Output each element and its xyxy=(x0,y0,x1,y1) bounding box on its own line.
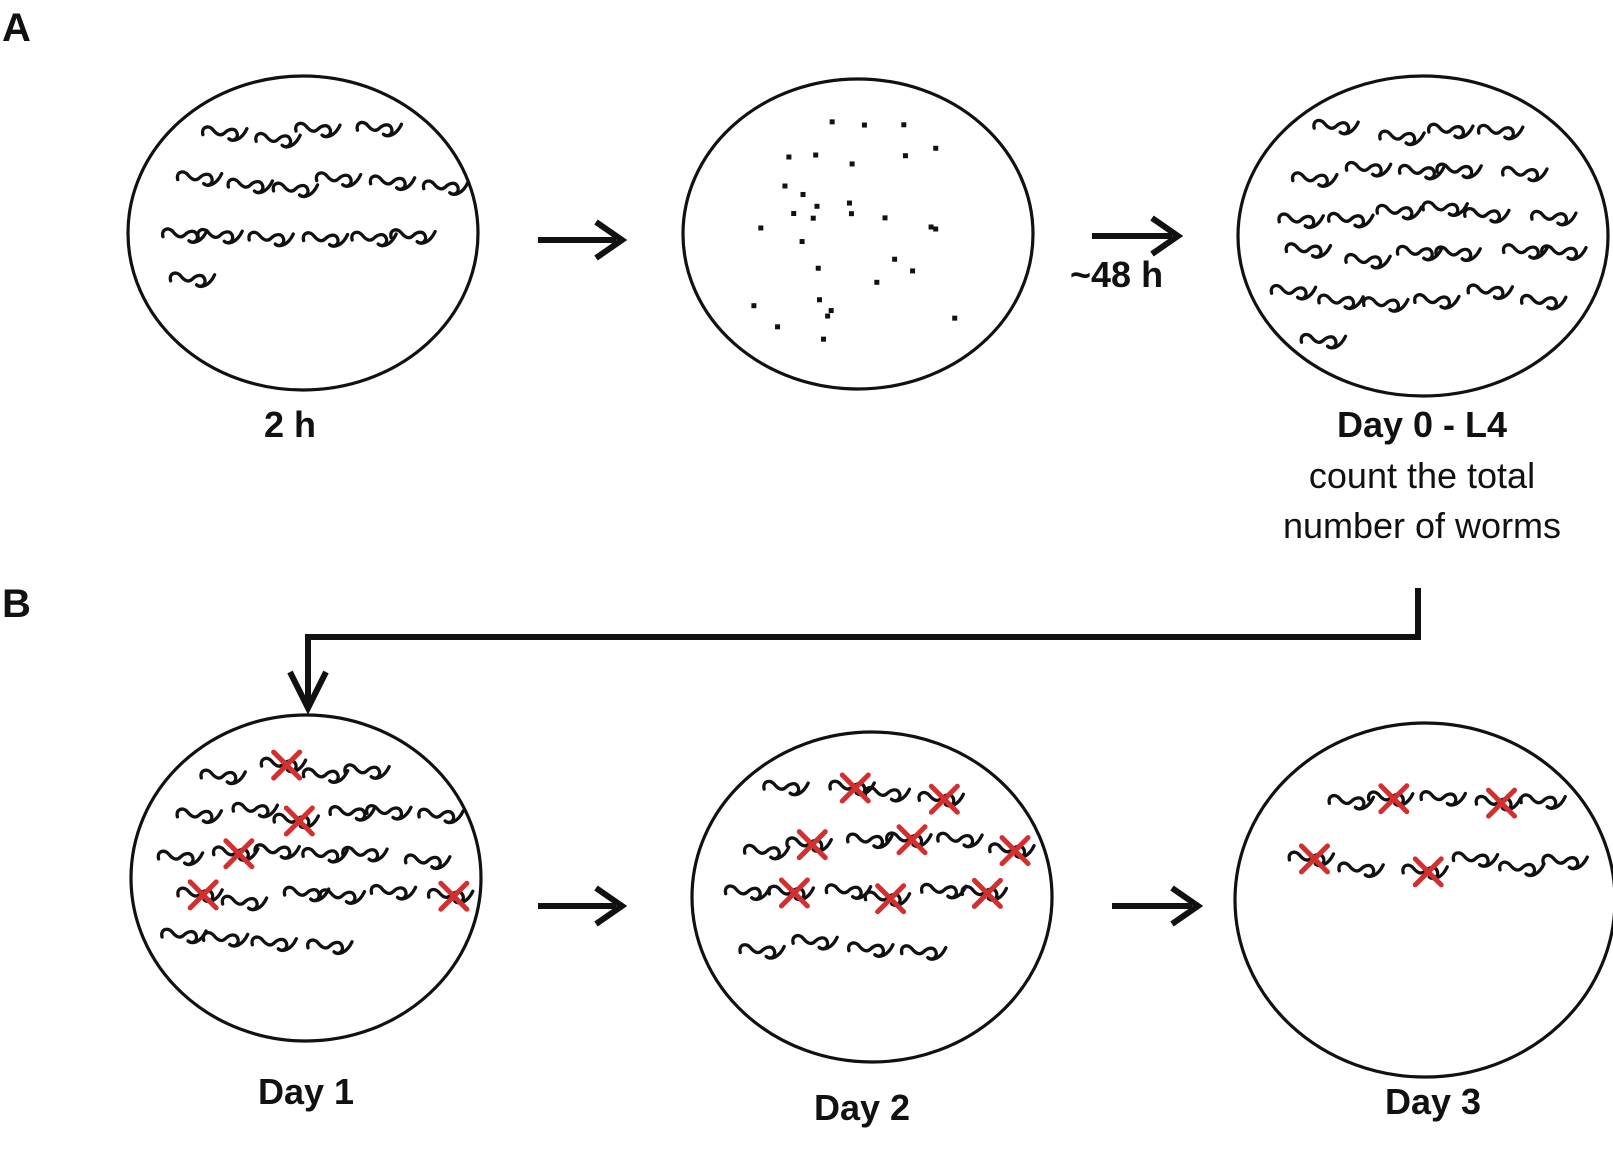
egg-dot-icon xyxy=(892,256,898,262)
panel-label-b: B xyxy=(2,582,31,626)
label-2h: 2 h xyxy=(263,404,317,445)
dead-marker-icon xyxy=(999,835,1031,867)
arrow-right-icon xyxy=(538,219,628,261)
label-day0-count-line1: count the total xyxy=(1308,455,1536,496)
petri-plates xyxy=(126,74,1613,1079)
egg-dot-icon xyxy=(821,336,827,342)
label-48h: ~48 h xyxy=(1070,254,1164,295)
egg-dot-icon xyxy=(813,152,819,158)
arrow-right-icon xyxy=(538,885,628,927)
egg-dot-icon xyxy=(782,183,788,189)
egg-dot-icon xyxy=(848,211,854,217)
panel-label-a: A xyxy=(2,6,31,50)
egg-dot-icon xyxy=(829,119,835,125)
egg-dot-icon xyxy=(814,203,820,209)
egg-dot-icon xyxy=(902,153,908,159)
dead-marker-icon xyxy=(778,877,810,909)
dead-marker-icon xyxy=(928,783,960,815)
day1-plate-outline xyxy=(129,713,483,1043)
plate2-eggs xyxy=(751,119,958,342)
egg-dot-icon xyxy=(825,313,831,319)
dead-marker-icon xyxy=(875,883,907,915)
egg-dot-icon xyxy=(933,226,939,232)
day3-worms xyxy=(1287,783,1589,888)
egg-dot-icon xyxy=(800,191,806,197)
egg-dot-icon xyxy=(952,315,958,321)
dead-marker-icon xyxy=(187,879,219,911)
label-day2: Day 2 xyxy=(813,1087,911,1128)
dead-marker-icon xyxy=(283,805,315,837)
plate1-plate-outline xyxy=(126,74,480,392)
egg-dot-icon xyxy=(874,279,880,285)
egg-dot-icon xyxy=(933,145,939,151)
label-day0-count-line2: number of worms xyxy=(1282,505,1562,546)
plate2-plate-outline xyxy=(681,77,1035,391)
egg-dot-icon xyxy=(882,215,888,221)
plate3-plate-outline xyxy=(1236,74,1610,398)
label-day1: Day 1 xyxy=(257,1071,355,1112)
egg-dot-icon xyxy=(901,122,907,128)
egg-dot-icon xyxy=(846,200,852,206)
arrow-right-icon xyxy=(1112,885,1204,927)
egg-dot-icon xyxy=(828,308,834,314)
dead-marker-icon xyxy=(1486,787,1518,819)
egg-dot-icon xyxy=(786,154,792,160)
arrows xyxy=(287,215,1421,927)
egg-dot-icon xyxy=(775,324,781,330)
egg-dot-icon xyxy=(791,210,797,216)
day2-plate-outline xyxy=(690,730,1054,1064)
dead-marker-icon xyxy=(1378,783,1410,815)
egg-dot-icon xyxy=(810,215,816,221)
dead-marker-icon xyxy=(796,829,828,861)
dead-marker-icon xyxy=(223,838,255,870)
label-day3: Day 3 xyxy=(1384,1081,1482,1122)
dead-marker-icon xyxy=(971,877,1003,909)
egg-dot-icon xyxy=(849,161,855,167)
label-day0: Day 0 - L4 xyxy=(1336,404,1508,445)
dead-marker-icon xyxy=(271,749,303,781)
dead-marker-icon xyxy=(896,824,928,856)
egg-dot-icon xyxy=(758,225,764,231)
egg-dot-icon xyxy=(815,265,821,271)
day3-plate-outline xyxy=(1233,721,1613,1079)
egg-dot-icon xyxy=(928,224,934,230)
dead-marker-icon xyxy=(1298,843,1330,875)
elbow-arrow-icon xyxy=(287,588,1421,715)
dead-marker-icon xyxy=(839,772,871,804)
egg-dot-icon xyxy=(799,239,805,245)
arrow-right-icon xyxy=(1092,215,1184,257)
egg-dot-icon xyxy=(751,303,757,309)
egg-dot-icon xyxy=(861,122,867,128)
egg-dot-icon xyxy=(910,268,916,274)
dead-marker-icon xyxy=(1412,856,1444,888)
day2-worms xyxy=(723,772,1036,961)
dead-marker-icon xyxy=(438,880,470,912)
egg-dot-icon xyxy=(817,297,823,303)
day1-worms xyxy=(156,749,475,956)
